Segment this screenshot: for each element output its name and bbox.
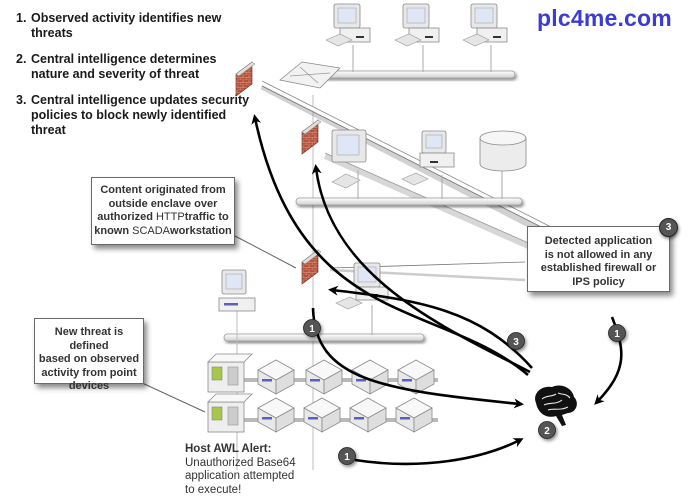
callout-new-threat: New threat is defined based on observed … (34, 318, 144, 392)
field-device-icon (257, 397, 295, 433)
callout-text: workstation (170, 224, 232, 237)
badge-label: 1 (309, 324, 315, 335)
field-device-icon (349, 397, 387, 433)
callout-line: IPS policy (572, 275, 625, 288)
field-device-icon (351, 359, 389, 395)
top-network (279, 45, 516, 89)
network-switch-icon (279, 61, 341, 89)
workstation-icon (325, 3, 371, 47)
callout-badge: 3 (659, 218, 678, 237)
callout-line: devices (68, 380, 110, 392)
callout-detected-application: Detected application is not allowed in a… (527, 218, 678, 292)
callout-line: activity from point (41, 366, 137, 379)
brain-icon (535, 385, 577, 426)
step-badge-1: 1 (608, 324, 626, 342)
callout-content-origin: Content originated from outside enclave … (91, 177, 235, 245)
callout-line: New threat is defined (54, 326, 124, 352)
step-text: Observed activity identifies new threats (31, 11, 222, 40)
device-row (207, 393, 438, 433)
callout-text: traffic to (184, 211, 229, 223)
callout-text: authorized (97, 211, 156, 223)
diagonal-pipe (260, 80, 566, 244)
step-1: 1. Observed activity identifies new thre… (16, 11, 256, 41)
steps-list: 1. Observed activity identifies new thre… (16, 11, 256, 149)
threat-report-arrow (354, 438, 524, 466)
step-2: 2. Central intelligence determines natur… (16, 52, 256, 82)
device-row (207, 353, 438, 395)
step-badge-1: 1 (338, 447, 356, 465)
workstation-icon (401, 130, 455, 186)
alert-line: Unauthorized Base64 (185, 456, 296, 469)
controller-icon (207, 353, 253, 393)
network-bus (319, 70, 516, 79)
callout-text: SCADA (132, 224, 171, 237)
policy-update-arrow (251, 114, 529, 376)
workstation-icon (394, 3, 440, 47)
middle-network (295, 170, 523, 206)
field-device-icon (395, 397, 433, 433)
step-number: 2. (16, 52, 27, 66)
step-3: 3. Central intelligence updates security… (16, 93, 256, 138)
callout-line: based on observed (38, 353, 140, 365)
controller-icon (207, 393, 253, 433)
alert-line: to execute! (185, 483, 242, 496)
alert-line: application attempted (185, 470, 295, 482)
callout-line: established firewall or (540, 262, 657, 274)
step-text: Central intelligence determines nature a… (31, 52, 217, 81)
callout-line: known SCADAworkstation (92, 225, 234, 239)
network-bus (295, 197, 523, 206)
badge-label: 1 (344, 452, 350, 463)
badge-label: 1 (614, 329, 620, 340)
callout-line: Content originated from (100, 184, 226, 196)
callout-pointer (234, 235, 297, 269)
step-text: Central intelligence updates security po… (31, 93, 250, 137)
callout-line: is not allowed in any (544, 248, 653, 261)
firewall-icon (235, 61, 256, 97)
network-bus (223, 333, 425, 342)
callout-text: HTTP (155, 211, 185, 223)
monitor-icon (331, 129, 367, 189)
callout-line: Detected application (544, 235, 653, 247)
field-device-icon (303, 397, 341, 433)
callout-pointer (139, 381, 206, 413)
step-badge-1: 1 (303, 319, 321, 337)
step-badge-3: 3 (507, 332, 525, 350)
step-number: 1. (16, 11, 27, 25)
step-number: 3. (16, 93, 27, 107)
callout-text: known (94, 224, 133, 237)
database-icon (479, 130, 527, 172)
firewall-icon (301, 119, 322, 155)
field-device-icon (305, 359, 343, 395)
field-device-icon (397, 359, 435, 395)
step-badge-2: 2 (538, 421, 556, 439)
policy-update-arrow (311, 164, 531, 374)
workstation-icon (218, 269, 256, 312)
alert-title: Host AWL Alert: (185, 443, 272, 455)
host-awl-alert: Host AWL Alert: Unauthorized Base64 appl… (185, 443, 296, 497)
field-device-icon (257, 359, 295, 395)
badge-label: 3 (513, 337, 519, 348)
callout-line: authorized HTTPtraffic to (92, 211, 234, 225)
badge-label: 2 (544, 426, 550, 437)
callout-line: outside enclave over (108, 197, 218, 210)
brand-watermark: plc4me.com (537, 5, 672, 31)
diagonal-pipe (323, 152, 562, 263)
workstation-icon (462, 3, 508, 47)
